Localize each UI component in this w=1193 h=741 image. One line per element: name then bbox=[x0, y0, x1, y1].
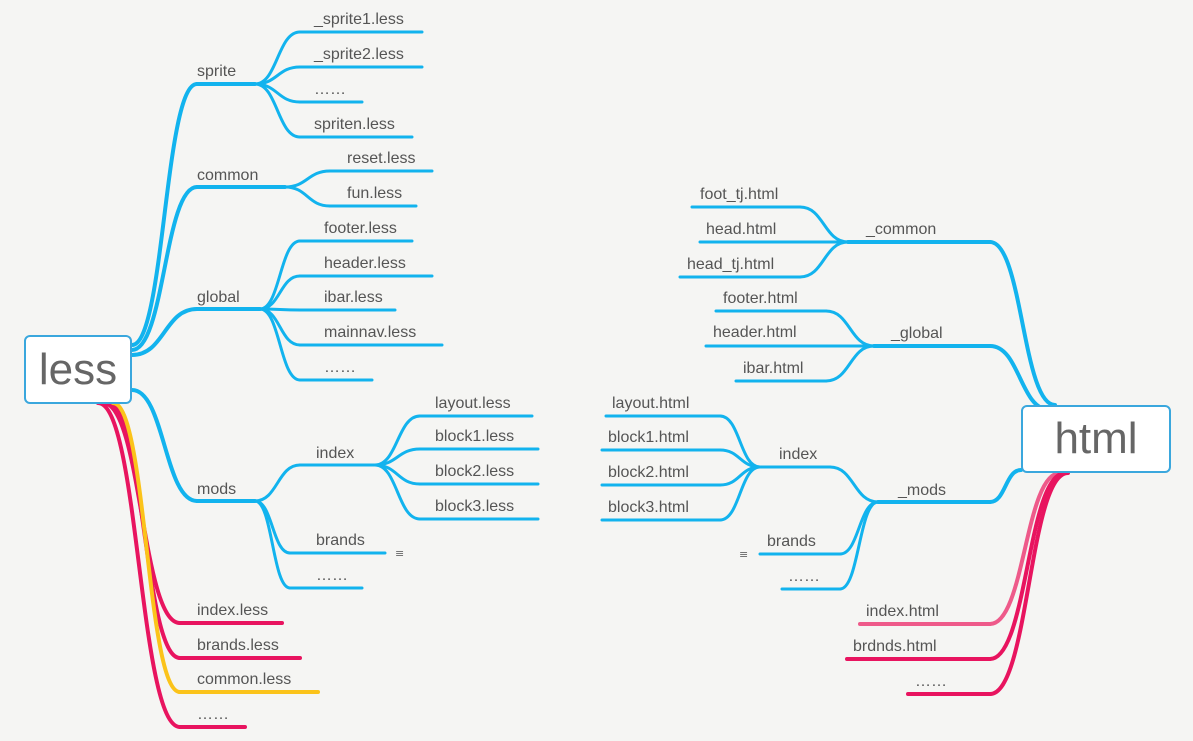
connector-global-child bbox=[258, 307, 302, 382]
html-mods-more-node[interactable]: …… bbox=[788, 568, 820, 585]
html-common-child[interactable]: head.html bbox=[706, 221, 777, 238]
less-mods-index-node[interactable]: index bbox=[316, 445, 355, 462]
connector-html-global-child bbox=[824, 309, 876, 348]
less-sprite-child[interactable]: …… bbox=[314, 81, 346, 98]
connector-html-global bbox=[988, 344, 1052, 412]
html-common-child[interactable]: foot_tj.html bbox=[700, 186, 779, 203]
html-global-node[interactable]: _global bbox=[891, 325, 943, 342]
less-global-child[interactable]: ibar.less bbox=[324, 289, 383, 306]
connector-html-file bbox=[988, 471, 1070, 696]
html-mods-brands-node[interactable]: brands bbox=[767, 533, 816, 550]
connector-index-child bbox=[373, 463, 422, 521]
html-mods-index-node[interactable]: index bbox=[779, 446, 818, 463]
less-common-child[interactable]: fun.less bbox=[347, 185, 403, 202]
html-index-child[interactable]: block2.html bbox=[608, 464, 689, 481]
less-index-child[interactable]: block3.less bbox=[435, 498, 515, 515]
connector-html-common bbox=[988, 240, 1057, 407]
html-common-node[interactable]: _common bbox=[866, 221, 937, 238]
html-common-child[interactable]: head_tj.html bbox=[687, 256, 775, 273]
connector-less-file bbox=[111, 401, 182, 694]
less-mods-node[interactable]: mods bbox=[197, 481, 237, 498]
less-root-node[interactable]: less bbox=[24, 335, 132, 404]
note-icon[interactable]: ≡ bbox=[395, 547, 405, 560]
html-file-node[interactable]: brdnds.html bbox=[853, 638, 937, 655]
less-file-node[interactable]: …… bbox=[197, 706, 229, 723]
less-global-child[interactable]: …… bbox=[324, 359, 356, 376]
connector-common-child bbox=[283, 169, 332, 189]
html-index-child[interactable]: block3.html bbox=[608, 499, 689, 516]
connector-less-global bbox=[130, 307, 199, 357]
less-file-node[interactable]: index.less bbox=[197, 602, 269, 619]
less-sprite-child[interactable]: _sprite1.less bbox=[314, 11, 404, 28]
connector-html-index-child bbox=[718, 465, 762, 522]
connector-mods-more bbox=[253, 499, 292, 590]
less-file-node[interactable]: brands.less bbox=[197, 637, 279, 654]
less-sprite-child[interactable]: spriten.less bbox=[314, 116, 395, 133]
connector-html-global-child bbox=[824, 344, 876, 383]
html-mods-node[interactable]: _mods bbox=[898, 482, 947, 499]
less-common-node[interactable]: common bbox=[197, 167, 259, 184]
connector-html-mods-more bbox=[838, 500, 880, 591]
less-file-node[interactable]: common.less bbox=[197, 671, 292, 688]
less-global-child[interactable]: header.less bbox=[324, 255, 406, 272]
less-global-node[interactable]: global bbox=[197, 289, 240, 306]
connector-less-sprite bbox=[130, 82, 199, 347]
html-global-child[interactable]: ibar.html bbox=[743, 360, 804, 377]
html-file-node[interactable]: index.html bbox=[866, 603, 939, 620]
connector-less-mods bbox=[130, 388, 199, 503]
html-global-child[interactable]: header.html bbox=[713, 324, 797, 341]
connector-html-mods bbox=[988, 468, 1023, 504]
html-root-node[interactable]: html bbox=[1021, 405, 1171, 473]
connector-common-child bbox=[283, 185, 332, 208]
less-index-child[interactable]: block2.less bbox=[435, 463, 515, 480]
html-global-child[interactable]: footer.html bbox=[723, 290, 798, 307]
connector-html-file bbox=[988, 471, 1062, 626]
connector-global-child bbox=[258, 239, 302, 311]
connector-html-mods-index bbox=[828, 465, 880, 504]
less-sprite-node[interactable]: sprite bbox=[197, 63, 237, 80]
html-file-node[interactable]: …… bbox=[915, 673, 947, 690]
less-global-child[interactable]: footer.less bbox=[324, 220, 397, 237]
less-mods-brands-node[interactable]: brands bbox=[316, 532, 365, 549]
connector-less-common bbox=[130, 185, 199, 352]
less-sprite-child[interactable]: _sprite2.less bbox=[314, 46, 404, 63]
note-icon[interactable]: ≡ bbox=[739, 548, 749, 561]
html-index-child[interactable]: block1.html bbox=[608, 429, 689, 446]
connector-html-common-child bbox=[798, 240, 850, 279]
connector-html-common-child bbox=[798, 205, 850, 244]
connector-less-file bbox=[96, 401, 182, 729]
html-index-child[interactable]: layout.html bbox=[612, 395, 690, 412]
less-mods-more-node[interactable]: …… bbox=[316, 567, 348, 584]
less-index-child[interactable]: layout.less bbox=[435, 395, 511, 412]
less-global-child[interactable]: mainnav.less bbox=[324, 324, 417, 341]
connector-mods-index bbox=[253, 463, 302, 503]
less-common-child[interactable]: reset.less bbox=[347, 150, 416, 167]
connector-html-file bbox=[988, 471, 1067, 661]
connector-sprite-child bbox=[253, 82, 302, 139]
connector-global-child bbox=[258, 274, 302, 311]
less-index-child[interactable]: block1.less bbox=[435, 428, 515, 445]
